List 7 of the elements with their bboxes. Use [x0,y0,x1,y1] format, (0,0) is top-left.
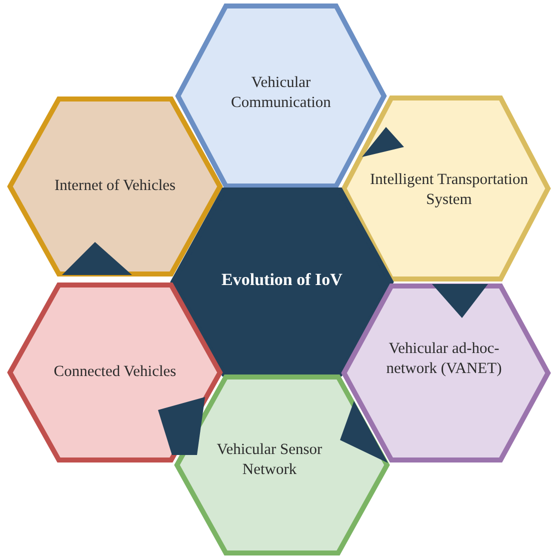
hexagon-label: Vehicular Communication [230,73,332,114]
hexagon-label: Vehicular ad-hoc-network (VANET) [385,339,503,380]
hexagon-label: Connected Vehicles [52,362,178,382]
hexagon-label: Evolution of IoV [220,269,344,291]
hexagon-label: Vehicular Sensor Network [216,440,324,480]
hexagon-label: Intelligent Transportation System [368,170,529,210]
hexagon-label: Internet of Vehicles [53,176,177,196]
